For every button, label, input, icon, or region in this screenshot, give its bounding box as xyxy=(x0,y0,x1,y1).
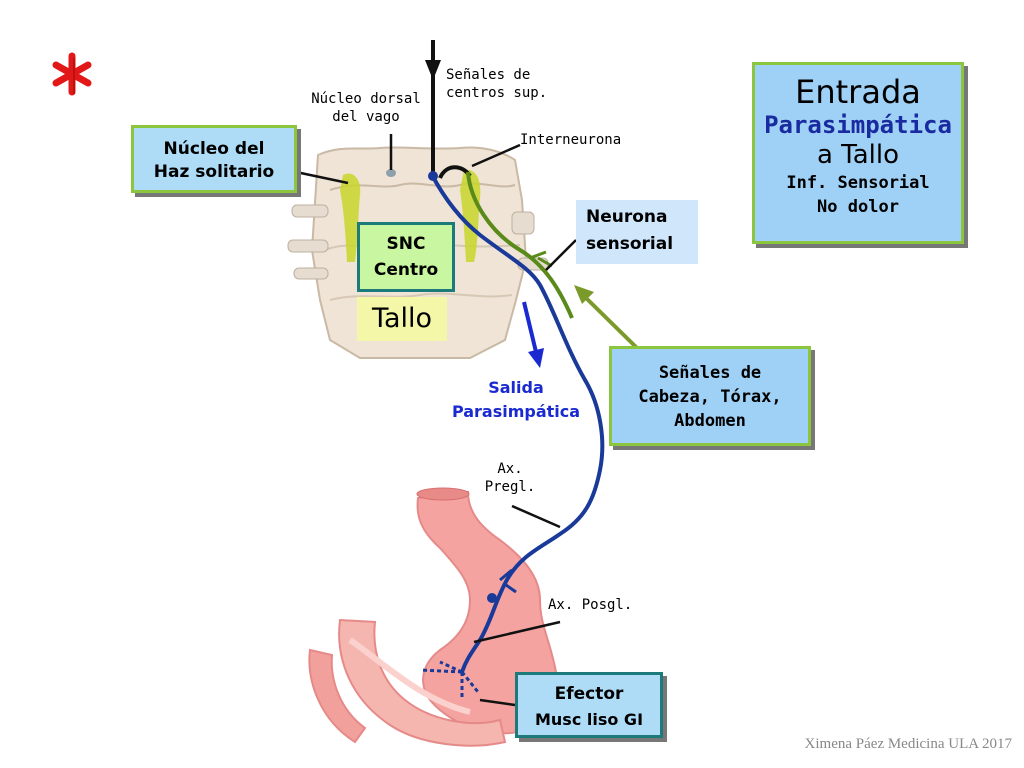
nucleo-haz-solitario-box: Núcleo del Haz solitario xyxy=(131,125,297,193)
entrada-parasimpatica-box: Entrada Parasimpática a Tallo Inf. Senso… xyxy=(752,62,964,244)
descending-input-arrow xyxy=(425,40,441,175)
asterisk-star-icon xyxy=(52,52,92,96)
sensory-input-arrow xyxy=(574,285,639,350)
entrada-line4: Inf. Sensorial xyxy=(786,173,930,193)
entrada-subtitle: Parasimpática xyxy=(764,111,952,139)
credit-text: Ximena Páez Medicina ULA 2017 xyxy=(804,736,1012,752)
neurona-sensorial-box: Neurona sensorial xyxy=(576,200,698,264)
parasympathetic-efferent-path xyxy=(419,171,605,700)
label-ax-pregl: Ax. Pregl. xyxy=(484,461,536,495)
label-ax-posgl: Ax. Posgl. xyxy=(548,597,633,613)
sensory-neuron-path xyxy=(466,171,574,319)
entrada-title: Entrada xyxy=(795,73,921,111)
label-senales-centros: Señales de centros sup. xyxy=(446,67,548,101)
salida-parasimpatica-label: Salida Parasimpática xyxy=(451,378,581,421)
entrada-line3: a Tallo xyxy=(816,140,900,170)
tallo-box: Tallo xyxy=(357,297,447,341)
senales-cuerpo-box: Señales de Cabeza, Tórax, Abdomen xyxy=(609,346,811,446)
snc-centro-box: SNC Centro xyxy=(357,222,455,292)
leader-lines xyxy=(295,134,577,707)
entrada-line5: No dolor xyxy=(817,197,899,217)
label-nucleo-dorsal: Núcleo dorsal del vago xyxy=(311,91,421,125)
parasympathetic-output-arrow xyxy=(522,301,544,368)
label-interneurona: Interneurona xyxy=(520,132,622,148)
efector-box: Efector Musc liso GI xyxy=(515,672,663,738)
